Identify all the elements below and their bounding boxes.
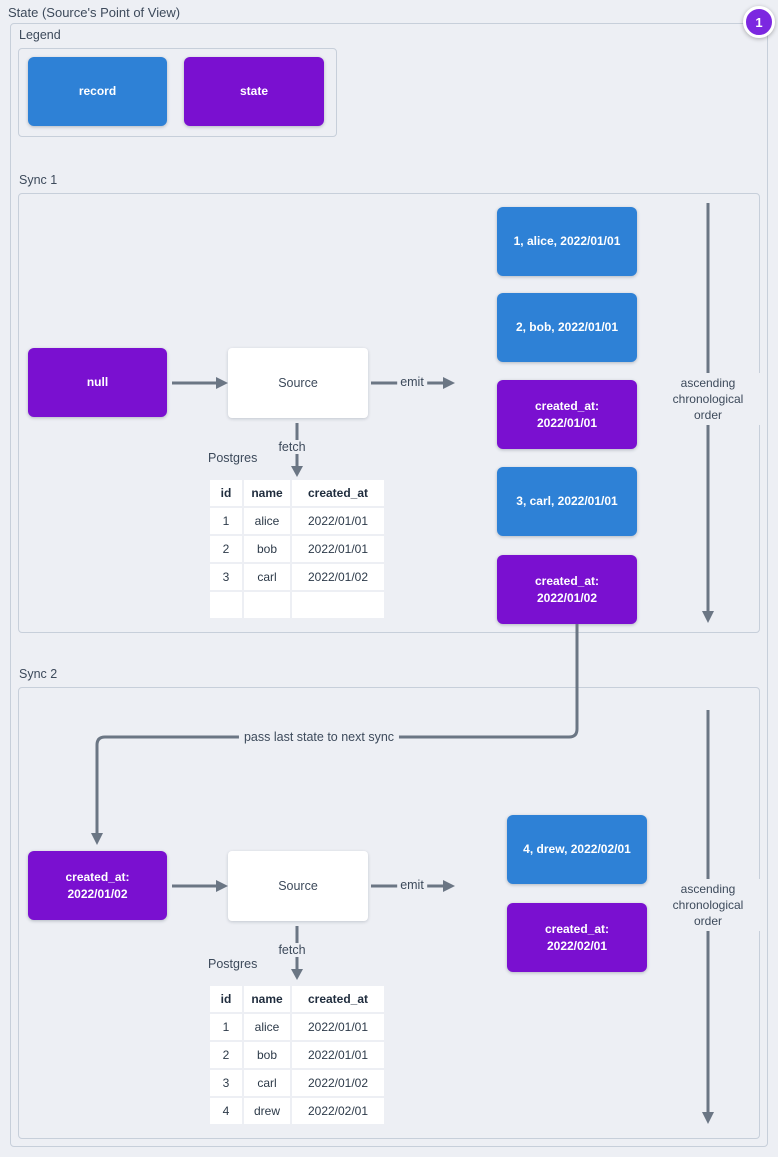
- cell-id: 3: [210, 1070, 242, 1096]
- cell-name: alice: [244, 508, 290, 534]
- legend-state-label: state: [239, 84, 268, 98]
- pass-state-label: pass last state to next sync: [238, 730, 400, 744]
- outer-frame: [10, 23, 768, 1147]
- column-header-id: id: [210, 480, 242, 506]
- table-header-row: id name created_at: [210, 986, 384, 1012]
- sync1-emitted-record-1: 1, alice, 2022/01/01: [497, 207, 637, 276]
- cell-created-at: [292, 592, 384, 618]
- record-text: 2, bob, 2022/01/01: [515, 320, 619, 334]
- cell-name: drew: [244, 1098, 290, 1124]
- sync1-postgres-table: id name created_at 1 alice 2022/01/01 2 …: [208, 478, 386, 620]
- legend-label: Legend: [19, 28, 61, 42]
- legend-state-swatch: state: [184, 57, 324, 126]
- table-row: 3 carl 2022/01/02: [210, 1070, 384, 1096]
- sync1-label: Sync 1: [19, 173, 58, 187]
- state-text-line1: created_at:: [544, 921, 610, 936]
- table-row: 1 alice 2022/01/01: [210, 1014, 384, 1040]
- table-row: 2 bob 2022/01/01: [210, 536, 384, 562]
- column-header-name: name: [244, 986, 290, 1012]
- sync1-postgres-label: Postgres: [208, 451, 258, 465]
- cell-name: bob: [244, 1042, 290, 1068]
- sync1-emitted-record-3: 3, carl, 2022/01/01: [497, 467, 637, 536]
- column-header-created-at: created_at: [292, 986, 384, 1012]
- legend-frame: [18, 48, 337, 137]
- table-row-empty: [210, 592, 384, 618]
- sync2-postgres-table: id name created_at 1 alice 2022/01/01 2 …: [208, 984, 386, 1126]
- page-title: State (Source's Point of View): [8, 5, 181, 20]
- cell-created-at: 2022/01/02: [292, 1070, 384, 1096]
- cell-name: carl: [244, 564, 290, 590]
- cell-id: 3: [210, 564, 242, 590]
- cell-name: bob: [244, 536, 290, 562]
- sync1-initial-state-box: null: [28, 348, 167, 417]
- state-text-line1: created_at:: [534, 573, 600, 588]
- table-row: 1 alice 2022/01/01: [210, 508, 384, 534]
- table-row: 4 drew 2022/02/01: [210, 1098, 384, 1124]
- cell-id: 4: [210, 1098, 242, 1124]
- cell-created-at: 2022/01/01: [292, 1042, 384, 1068]
- record-text: 3, carl, 2022/01/01: [516, 494, 618, 508]
- table-header-row: id name created_at: [210, 480, 384, 506]
- order-line: ascending: [680, 376, 736, 390]
- order-line: order: [693, 408, 722, 422]
- cell-created-at: 2022/01/01: [292, 508, 384, 534]
- sync2-postgres-label: Postgres: [208, 957, 258, 971]
- sync2-source-box: Source: [228, 851, 368, 921]
- sync2-emit-label: emit: [397, 878, 427, 892]
- sync2-label: Sync 2: [19, 667, 58, 681]
- cell-id: 2: [210, 536, 242, 562]
- state-text-line2: 2022/01/02: [67, 886, 128, 901]
- sync1-emitted-record-2: 2, bob, 2022/01/01: [497, 293, 637, 362]
- sync2-emitted-state-1: created_at: 2022/02/01: [507, 903, 647, 972]
- order-line: ascending: [680, 882, 736, 896]
- state-text-line1: created_at:: [534, 398, 600, 413]
- table-row: 3 carl 2022/01/02: [210, 564, 384, 590]
- cell-id: 2: [210, 1042, 242, 1068]
- cell-created-at: 2022/01/02: [292, 564, 384, 590]
- cell-id: [210, 592, 242, 618]
- state-text-line2: 2022/02/01: [546, 938, 608, 953]
- sync1-source-label: Source: [278, 375, 318, 390]
- cell-id: 1: [210, 1014, 242, 1040]
- sync2-order-label: ascending chronological order: [653, 879, 763, 931]
- order-line: chronological: [672, 898, 744, 912]
- sync1-emitted-state-2: created_at: 2022/01/02: [497, 555, 637, 624]
- cell-id: 1: [210, 508, 242, 534]
- sync1-initial-state-text: null: [86, 375, 109, 389]
- column-header-id: id: [210, 986, 242, 1012]
- column-header-created-at: created_at: [292, 480, 384, 506]
- sync1-source-box: Source: [228, 348, 368, 418]
- state-text-line2: 2022/01/02: [536, 590, 598, 605]
- record-text: 4, drew, 2022/02/01: [523, 842, 631, 856]
- cell-name: carl: [244, 1070, 290, 1096]
- sync2-emitted-record-1: 4, drew, 2022/02/01: [507, 815, 647, 884]
- column-header-name: name: [244, 480, 290, 506]
- sync2-source-label: Source: [278, 878, 318, 893]
- cell-name: [244, 592, 290, 618]
- state-text-line2: 2022/01/01: [536, 415, 598, 430]
- sync1-emitted-state-1: created_at: 2022/01/01: [497, 380, 637, 449]
- order-line: order: [693, 914, 722, 928]
- sync1-order-label: ascending chronological order: [653, 373, 763, 425]
- table-row: 2 bob 2022/01/01: [210, 1042, 384, 1068]
- legend-record-label: record: [78, 84, 117, 98]
- sync2-fetch-label: fetch: [275, 943, 309, 957]
- cell-created-at: 2022/02/01: [292, 1098, 384, 1124]
- legend-record-swatch: record: [28, 57, 167, 126]
- cell-name: alice: [244, 1014, 290, 1040]
- state-text-line1: created_at:: [65, 869, 130, 884]
- order-line: chronological: [672, 392, 744, 406]
- cell-created-at: 2022/01/01: [292, 536, 384, 562]
- record-text: 1, alice, 2022/01/01: [513, 234, 621, 248]
- sync1-fetch-label: fetch: [275, 440, 309, 454]
- sync1-emit-label: emit: [397, 375, 427, 389]
- sync2-initial-state-box: created_at: 2022/01/02: [28, 851, 167, 920]
- cell-created-at: 2022/01/01: [292, 1014, 384, 1040]
- annotation-badge: 1: [743, 6, 775, 38]
